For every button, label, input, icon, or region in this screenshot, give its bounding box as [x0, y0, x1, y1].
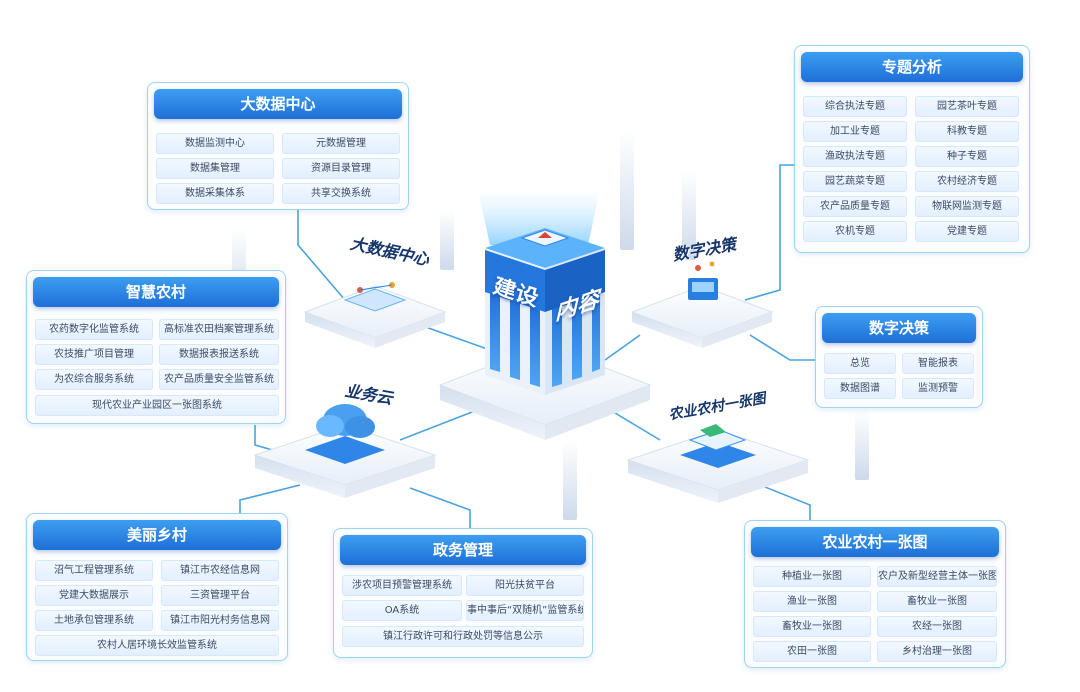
chip-map[interactable]: 畜牧业一张图 [753, 616, 871, 637]
chip-decision[interactable]: 总览 [824, 353, 896, 374]
chip-decision[interactable]: 监测预警 [902, 378, 974, 399]
chip-beauty-wide[interactable]: 农村人居环境长效监管系统 [35, 635, 279, 656]
panel-title-gov: 政务管理 [340, 535, 586, 565]
connector-center-map [609, 409, 661, 441]
chip-smart[interactable]: 农技推广项目管理 [35, 344, 153, 365]
chip-gov[interactable]: OA系统 [342, 600, 462, 621]
chip-smart[interactable]: 为农综合服务系统 [35, 369, 153, 390]
chip-map[interactable]: 农田一张图 [753, 641, 871, 662]
panel-bigdata: 大数据中心 数据监测中心 元数据管理 数据集管理 资源目录管理 数据采集体系 共… [147, 82, 409, 210]
chip-beauty[interactable]: 沼气工程管理系统 [35, 560, 153, 581]
chip-bigdata[interactable]: 数据集管理 [156, 158, 274, 179]
chip-beauty[interactable]: 镇江市农经信息网 [161, 560, 279, 581]
chip-gov[interactable]: 事中事后“双随机”监管系统 [466, 600, 584, 621]
deco-pillar [620, 130, 634, 250]
chip-decision[interactable]: 智能报表 [902, 353, 974, 374]
chip-topic[interactable]: 加工业专题 [803, 121, 907, 142]
deco-pillar [682, 170, 696, 260]
chip-topic[interactable]: 党建专题 [915, 221, 1019, 242]
panel-beauty: 美丽乡村 沼气工程管理系统 镇江市农经信息网 党建大数据展示 三资管理平台 土地… [26, 513, 288, 661]
platform-cloud [253, 404, 437, 498]
chip-topic[interactable]: 园艺茶叶专题 [915, 96, 1019, 117]
connector-beauty [239, 484, 301, 513]
panel-map: 农业农村一张图 种植业一张图 农户及新型经营主体一张图 渔业一张图 畜牧业一张图… [744, 520, 1006, 668]
chip-topic[interactable]: 农机专题 [803, 221, 907, 242]
panel-title-map: 农业农村一张图 [751, 527, 999, 557]
chip-topic[interactable]: 渔政执法专题 [803, 146, 907, 167]
chip-topic[interactable]: 园艺蔬菜专题 [803, 171, 907, 192]
deco-pillar [855, 410, 869, 480]
chip-map[interactable]: 乡村治理一张图 [877, 641, 997, 662]
chip-gov[interactable]: 涉农项目预警管理系统 [342, 575, 462, 596]
chip-beauty[interactable]: 党建大数据展示 [35, 585, 153, 606]
panel-decision: 数字决策 总览 智能报表 数据图谱 监测预警 [815, 306, 983, 408]
chip-map[interactable]: 畜牧业一张图 [877, 591, 997, 612]
chip-gov-wide[interactable]: 镇江行政许可和行政处罚等信息公示 [342, 626, 584, 647]
panel-gov: 政务管理 涉农项目预警管理系统 阳光扶贫平台 OA系统 事中事后“双随机”监管系… [333, 528, 593, 658]
chip-smart-wide[interactable]: 现代农业产业园区一张图系统 [35, 395, 279, 416]
connector-bigdata [297, 210, 346, 301]
chip-smart[interactable]: 农产品质量安全监管系统 [159, 369, 279, 390]
chip-smart[interactable]: 数据报表报送系统 [159, 344, 279, 365]
platform-bigdata [303, 282, 447, 348]
connector-center-decision [604, 334, 641, 361]
chip-smart[interactable]: 农药数字化监管系统 [35, 319, 153, 340]
connector-decision [749, 334, 820, 361]
chip-map[interactable]: 农户及新型经营主体一张图 [877, 566, 997, 587]
connector-map [759, 484, 811, 520]
chip-bigdata[interactable]: 资源目录管理 [282, 158, 400, 179]
chip-topic[interactable]: 综合执法专题 [803, 96, 907, 117]
chip-topic[interactable]: 科教专题 [915, 121, 1019, 142]
panel-title-beauty: 美丽乡村 [33, 520, 281, 550]
chip-bigdata[interactable]: 数据采集体系 [156, 183, 274, 204]
chip-topic[interactable]: 物联网监测专题 [915, 196, 1019, 217]
panel-title-bigdata: 大数据中心 [154, 89, 402, 119]
chip-map[interactable]: 种植业一张图 [753, 566, 871, 587]
panel-title-decision: 数字决策 [822, 313, 976, 343]
chip-topic[interactable]: 农村经济专题 [915, 171, 1019, 192]
panel-topic: 专题分析 综合执法专题 园艺茶叶专题 加工业专题 科教专题 渔政执法专题 种子专… [794, 45, 1030, 253]
platform-decision [630, 261, 774, 348]
platform-map [626, 424, 810, 503]
center-tower [485, 228, 605, 395]
deco-pillar [563, 440, 577, 520]
deco-pillar [440, 210, 454, 270]
chip-map[interactable]: 渔业一张图 [753, 591, 871, 612]
chip-bigdata[interactable]: 数据监测中心 [156, 133, 274, 154]
chip-smart[interactable]: 高标准农田档案管理系统 [159, 319, 279, 340]
connector-gov [409, 487, 471, 528]
panel-title-smart: 智慧农村 [33, 277, 279, 307]
chip-beauty[interactable]: 镇江市阳光村务信息网 [161, 610, 279, 631]
chip-topic[interactable]: 农产品质量专题 [803, 196, 907, 217]
light-beam [478, 190, 600, 245]
connector-center-bigdata [419, 324, 491, 351]
chip-beauty[interactable]: 三资管理平台 [161, 585, 279, 606]
chip-bigdata[interactable]: 元数据管理 [282, 133, 400, 154]
chip-beauty[interactable]: 土地承包管理系统 [35, 610, 153, 631]
chip-map[interactable]: 农经一张图 [877, 616, 997, 637]
chip-gov[interactable]: 阳光扶贫平台 [466, 575, 584, 596]
chip-topic[interactable]: 种子专题 [915, 146, 1019, 167]
chip-bigdata[interactable]: 共享交换系统 [282, 183, 400, 204]
chip-decision[interactable]: 数据图谱 [824, 378, 896, 399]
panel-title-topic: 专题分析 [801, 52, 1023, 82]
connector-topic [744, 164, 794, 301]
panel-smart: 智慧农村 农药数字化监管系统 高标准农田档案管理系统 农技推广项目管理 数据报表… [26, 270, 286, 424]
